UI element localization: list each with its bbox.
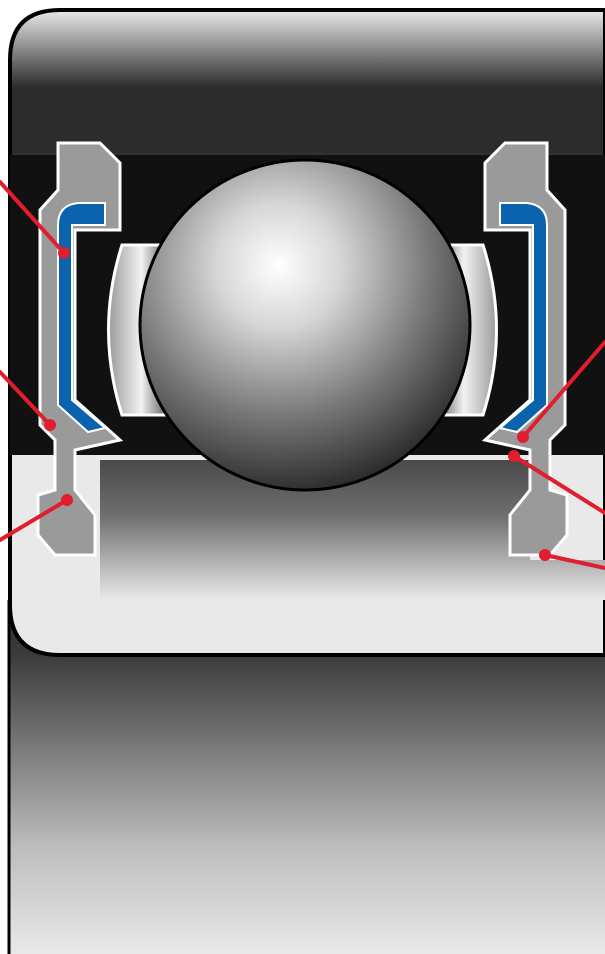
ball xyxy=(140,160,470,490)
